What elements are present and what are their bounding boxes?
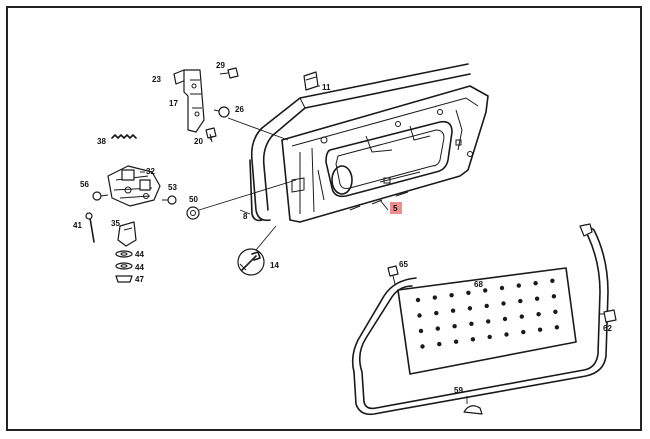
leader-lines (140, 85, 468, 404)
callout-11: 11 (322, 83, 331, 92)
callout-68: 68 (474, 280, 483, 289)
callout-5-highlight (390, 202, 402, 214)
callout-44a: 44 (135, 250, 144, 259)
callout-44b: 44 (135, 263, 144, 272)
front-seal-strip[interactable] (249, 159, 263, 222)
clip-62[interactable] (600, 309, 617, 323)
panel-hole (499, 285, 505, 291)
bolt-20[interactable] (205, 127, 217, 143)
callout-56: 56 (80, 180, 89, 189)
panel-hole (554, 325, 560, 330)
callout-labels: 5 8 11 14 17 20 23 26 29 32 35 38 41 44 … (73, 61, 612, 395)
screw-53[interactable] (162, 195, 177, 205)
panel-hole (483, 288, 488, 293)
callout-59: 59 (454, 386, 463, 395)
bolt-50[interactable] (186, 179, 297, 220)
wrench-tool[interactable] (237, 248, 265, 276)
nut-47[interactable] (115, 275, 133, 283)
callout-20: 20 (194, 137, 203, 146)
callout-65: 65 (399, 260, 408, 269)
panel-hole (434, 310, 439, 316)
panel-hole (469, 321, 474, 326)
stop-clip[interactable] (303, 71, 319, 91)
panel-hole (415, 297, 421, 303)
callout-5: 5 (393, 204, 398, 213)
panel-hole (466, 290, 471, 295)
callout-32: 32 (146, 167, 155, 176)
panel-hole (449, 293, 454, 298)
callout-62: 62 (603, 324, 612, 333)
door-hinge-upper[interactable] (173, 69, 205, 133)
callout-17: 17 (169, 99, 178, 108)
panel-hole (432, 295, 437, 300)
screw-29[interactable] (219, 67, 239, 79)
callout-23: 23 (152, 75, 161, 84)
callout-35: 35 (111, 219, 120, 228)
panel-hole (484, 303, 489, 309)
callout-47: 47 (135, 275, 144, 284)
panel-hole (501, 301, 506, 306)
panel-hole (487, 334, 492, 340)
screw-56[interactable] (92, 191, 109, 201)
panel-hole (533, 281, 538, 286)
diagram-frame (6, 6, 642, 431)
panel-hole (502, 316, 508, 322)
callout-8: 8 (243, 212, 248, 221)
door-seal[interactable] (351, 223, 609, 416)
panel-hole (437, 341, 442, 347)
rod-41[interactable] (85, 212, 95, 243)
screw-26[interactable] (213, 106, 230, 118)
panel-hole (435, 326, 440, 331)
panel-hole (553, 309, 558, 314)
callout-26: 26 (235, 105, 244, 114)
panel-hole (519, 314, 524, 319)
callout-14: 14 (270, 261, 279, 270)
panel-hole (536, 312, 541, 317)
panel-hole (486, 319, 491, 324)
lock-mechanism[interactable] (107, 165, 161, 207)
bracket-35[interactable] (117, 221, 137, 247)
screw-65[interactable] (387, 265, 399, 285)
panel-hole (551, 294, 557, 299)
panel-hole (420, 344, 425, 349)
callout-50: 50 (189, 195, 198, 204)
panel-hole (534, 296, 540, 301)
panel-hole (467, 306, 473, 311)
panel-hole (550, 278, 555, 283)
washer-44b[interactable] (115, 262, 133, 270)
seal-end-cap (463, 405, 483, 415)
callout-53: 53 (168, 183, 177, 192)
washer-44a[interactable] (115, 250, 133, 258)
spring-38[interactable] (111, 134, 137, 139)
callout-29: 29 (216, 61, 225, 70)
panel-hole (537, 327, 543, 332)
panel-hole (470, 337, 476, 342)
panel-hole (450, 308, 456, 313)
panel-hole (504, 332, 509, 337)
panel-hole (516, 283, 521, 288)
panel-hole (452, 324, 457, 329)
insulation-panel[interactable] (397, 267, 577, 375)
panel-hole (417, 313, 422, 318)
callout-38: 38 (97, 137, 106, 146)
panel-hole (453, 339, 459, 344)
panel-hole (521, 329, 526, 335)
panel-hole (418, 328, 424, 334)
door-shell[interactable] (250, 63, 489, 223)
panel-hole (518, 298, 523, 304)
callout-41: 41 (73, 221, 82, 230)
